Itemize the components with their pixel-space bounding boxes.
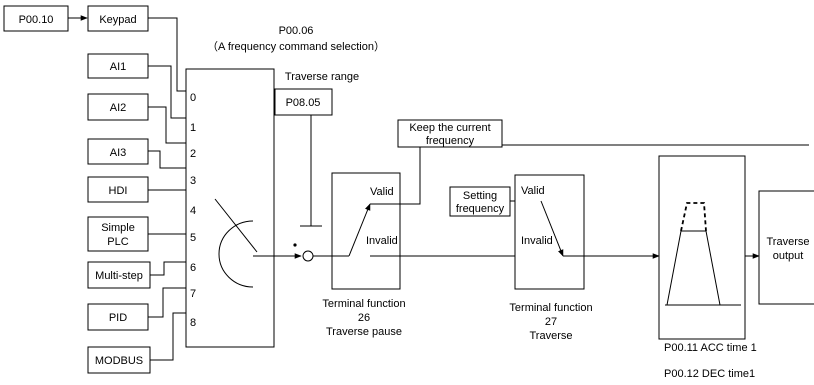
- channel-3: 3: [190, 175, 196, 187]
- keep-current-line2: frequency: [426, 135, 475, 147]
- traverse-output-line1: Traverse: [767, 236, 810, 248]
- ai3-wire: [148, 150, 186, 169]
- keypad-box: [87, 5, 149, 32]
- channel-8: 8: [190, 317, 196, 329]
- terminal26-line2: 26: [358, 312, 370, 324]
- switch-dot: [293, 243, 297, 247]
- multi-step-label: Multi-step: [95, 270, 143, 282]
- channel-6: 6: [190, 262, 196, 274]
- ai1-wire: [148, 65, 186, 119]
- p0010-label: P00.10: [19, 14, 54, 26]
- traverse-output-line2: output: [773, 250, 804, 262]
- pid-box: [87, 303, 149, 331]
- ai2-label: AI2: [110, 102, 127, 114]
- channel-4: 4: [190, 205, 196, 217]
- ai3-label: AI3: [110, 147, 127, 159]
- channel-0: 0: [190, 92, 196, 104]
- terminal27-line1: Terminal function: [509, 302, 592, 314]
- summing-node: [302, 250, 314, 262]
- ai2-wire: [148, 106, 186, 144]
- setting-frequency-line2: frequency: [456, 203, 505, 215]
- multi-step-wire: [150, 261, 186, 276]
- pid-wire: [148, 287, 186, 318]
- switch1-invalid: Invalid: [366, 235, 398, 247]
- dec-time-label: P00.12 DEC time1: [664, 368, 755, 380]
- traverse-output-box: [758, 190, 814, 305]
- hdi-label: HDI: [109, 185, 128, 197]
- selector-arc: [218, 220, 254, 288]
- plc-label: PLC: [107, 236, 128, 248]
- terminal26-line1: Terminal function: [322, 298, 405, 310]
- switch1-valid: Valid: [370, 186, 394, 198]
- switch2-box: [514, 174, 585, 290]
- switch1-blade: [348, 203, 371, 257]
- keypad-wire: [148, 17, 186, 92]
- terminal27-line3: Traverse: [530, 330, 573, 342]
- modbus-label: MODBUS: [95, 355, 143, 367]
- switch2-blade: [540, 200, 564, 257]
- selector-desc: （A frequency command selection）: [207, 40, 385, 53]
- setting-frequency-line1: Setting: [463, 190, 497, 202]
- p0010-box: [3, 5, 69, 32]
- selector-box: [185, 68, 275, 348]
- switch2-invalid: Invalid: [521, 235, 553, 247]
- keypad-label: Keypad: [99, 14, 136, 26]
- setting-frequency-box: [449, 186, 511, 217]
- switch1-box: [331, 172, 401, 290]
- terminal27-line2: 27: [545, 316, 557, 328]
- switch2-valid: Valid: [521, 185, 545, 197]
- channel-2: 2: [190, 148, 196, 160]
- traverse-range-title: Traverse range: [285, 71, 359, 83]
- p0805-box: [274, 88, 333, 116]
- modbus-box: [87, 346, 151, 374]
- terminal26-line3: Traverse pause: [326, 326, 402, 338]
- acc-time-label: P00.11 ACC time 1: [664, 342, 757, 354]
- modbus-wire: [150, 312, 186, 361]
- ramp-trapezoid: [666, 230, 721, 306]
- ramp-box: [658, 155, 746, 340]
- ai1-label: AI1: [110, 61, 127, 73]
- keep-current-box: [397, 119, 503, 148]
- ai1-box: [87, 53, 149, 79]
- channel-7: 7: [190, 288, 196, 300]
- keep-current-line1: Keep the current: [409, 122, 490, 134]
- p0805-label: P08.05: [286, 97, 321, 109]
- channel-1: 1: [190, 122, 196, 134]
- simple-label: Simple: [101, 222, 135, 234]
- selector-code: P00.06: [279, 25, 314, 37]
- channel-5: 5: [190, 232, 196, 244]
- pid-label: PID: [109, 312, 127, 324]
- valid-to-keep-wire: [370, 147, 421, 205]
- ramp-traverse-dashed: [680, 202, 707, 232]
